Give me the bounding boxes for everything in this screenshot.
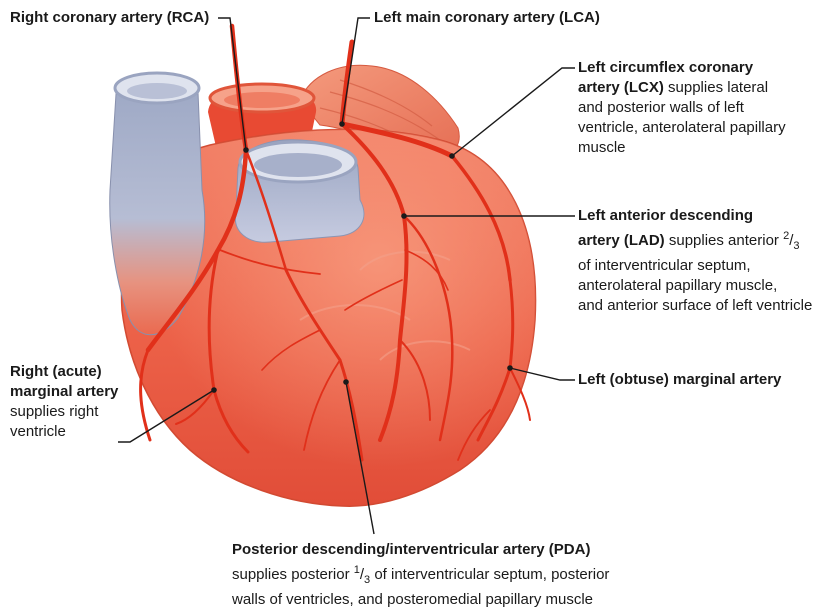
pda-desc-pre: supplies posterior (232, 566, 350, 583)
pda-desc-line2: walls of ventricles, and posteromedial p… (232, 590, 609, 610)
left-marginal-title: Left (obtuse) marginal artery (578, 370, 781, 390)
lcx-desc-line2: and posterior walls of left (578, 98, 786, 118)
lad-title-line1: Left anterior descending (578, 206, 812, 226)
pda-label: Posterior descending/interventricular ar… (232, 540, 609, 610)
lca-title: Left main coronary artery (LCA) (374, 8, 600, 28)
pda-frac-den: 3 (364, 574, 370, 586)
lad-frac-den: 3 (793, 240, 799, 252)
pda-title: Posterior descending/interventricular ar… (232, 540, 609, 560)
lad-desc-line1: supplies anterior (669, 232, 779, 249)
lad-desc-line4: and anterior surface of left ventricle (578, 296, 812, 316)
lad-frac-num: 2 (783, 230, 789, 242)
right-marginal-title-line2: marginal artery (10, 382, 118, 402)
lcx-leader (452, 68, 575, 156)
lcx-label: Left circumflex coronary artery (LCX) su… (578, 58, 786, 158)
pda-desc-post: of interventricular septum, posterior (374, 566, 609, 583)
lcx-title-line1: Left circumflex coronary (578, 58, 786, 78)
lcx-title-line2: artery (LCX) (578, 79, 664, 96)
lad-label: Left anterior descending artery (LAD) su… (578, 206, 812, 316)
rca-title: Right coronary artery (RCA) (10, 8, 209, 28)
right-marginal-desc-line2: ventricle (10, 422, 118, 442)
lcx-desc-line4: muscle (578, 138, 786, 158)
lad-desc-line3: anterolateral papillary muscle, (578, 276, 812, 296)
pda-frac-num: 1 (354, 564, 360, 576)
lcx-desc-line1: supplies lateral (668, 79, 768, 96)
lad-desc-line2: of interventricular septum, (578, 256, 812, 276)
right-marginal-desc-line1: supplies right (10, 402, 118, 422)
right-marginal-label: Right (acute) marginal artery supplies r… (10, 362, 118, 442)
right-marginal-title-line1: Right (acute) (10, 362, 118, 382)
lcx-desc-line3: ventricle, anterolateral papillary (578, 118, 786, 138)
lad-title-line2: artery (LAD) (578, 232, 665, 249)
